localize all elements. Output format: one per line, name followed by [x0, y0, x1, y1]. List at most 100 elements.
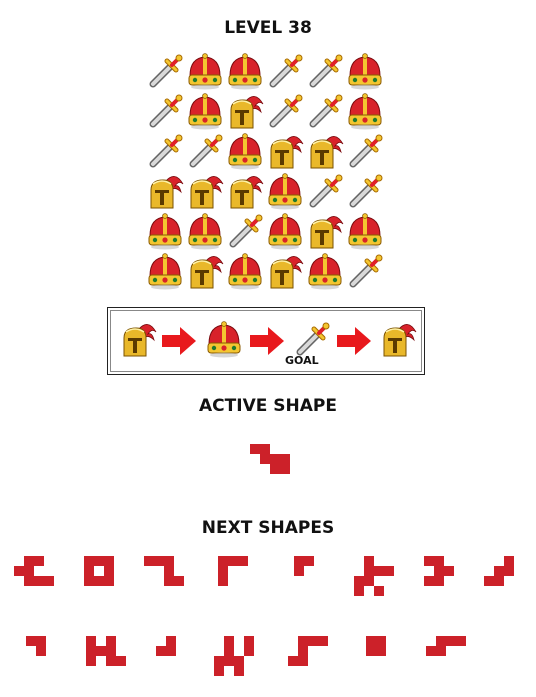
game-board[interactable] [145, 52, 385, 292]
shape-block [304, 556, 314, 566]
helmet-icon[interactable] [265, 132, 305, 172]
shape-block [36, 636, 46, 646]
shape-block [144, 556, 154, 566]
shape-block [364, 556, 374, 566]
shape-block [84, 556, 94, 566]
shape-block [164, 556, 174, 566]
shape-block [294, 556, 304, 566]
helmet-icon[interactable] [185, 172, 225, 212]
shape-block [106, 646, 116, 656]
shape-block [494, 566, 504, 576]
sword-icon[interactable] [305, 92, 345, 132]
shape-block [218, 566, 228, 576]
sword-icon[interactable] [185, 132, 225, 172]
sword-icon[interactable] [145, 92, 185, 132]
crown-icon[interactable] [345, 52, 385, 92]
crown-icon[interactable] [305, 252, 345, 292]
shape-block [86, 636, 96, 646]
shape-block [26, 636, 36, 646]
arrow-right-icon [250, 327, 284, 355]
shape-block [280, 454, 290, 464]
helmet-icon[interactable] [225, 92, 265, 132]
helmet-icon[interactable] [305, 132, 345, 172]
shape-block [374, 566, 384, 576]
crown-icon[interactable] [265, 172, 305, 212]
crown-icon[interactable] [145, 212, 185, 252]
shape-block [24, 566, 34, 576]
shape-block [298, 646, 308, 656]
shape-block [104, 576, 114, 586]
crown-icon[interactable] [185, 92, 225, 132]
shape-block [218, 556, 228, 566]
crown-icon[interactable] [185, 212, 225, 252]
next-shapes-title: NEXT SHAPES [201, 518, 335, 538]
shape-block [298, 656, 308, 666]
shape-block [294, 566, 304, 576]
sword-icon[interactable] [305, 52, 345, 92]
shape-block [444, 566, 454, 576]
shape-block [260, 454, 270, 464]
shape-block [94, 576, 104, 586]
sword-icon[interactable] [265, 52, 305, 92]
crown-icon[interactable] [185, 52, 225, 92]
crown-icon[interactable] [225, 52, 265, 92]
shape-block [434, 566, 444, 576]
shape-block [366, 646, 376, 656]
crown-icon[interactable] [145, 252, 185, 292]
shape-block [364, 576, 374, 586]
sword-icon[interactable] [345, 172, 385, 212]
crown-icon[interactable] [345, 92, 385, 132]
sword-icon[interactable] [145, 132, 185, 172]
shape-block [166, 646, 176, 656]
shape-block [94, 556, 104, 566]
shape-block [504, 566, 514, 576]
active-shape-title: ACTIVE SHAPE [199, 396, 337, 416]
goal-sword-icon [292, 320, 332, 360]
shape-block [234, 666, 244, 676]
shape-block [436, 646, 446, 656]
shape-block [238, 556, 248, 566]
shape-block [354, 586, 364, 596]
crown-icon[interactable] [225, 252, 265, 292]
shape-block [376, 636, 386, 646]
crown-icon[interactable] [345, 212, 385, 252]
shape-block [174, 576, 184, 586]
shape-block [260, 444, 270, 454]
goal-label: GOAL [285, 354, 319, 367]
shape-block [234, 656, 244, 666]
shape-block [308, 636, 318, 646]
crown-icon[interactable] [225, 132, 265, 172]
crown-icon[interactable] [265, 212, 305, 252]
helmet-icon[interactable] [185, 252, 225, 292]
shape-block [214, 666, 224, 676]
shape-block [104, 566, 114, 576]
shape-block [244, 646, 254, 656]
shape-block [106, 636, 116, 646]
level-title: LEVEL 38 [224, 18, 312, 38]
shape-block [96, 646, 106, 656]
shape-block [218, 576, 228, 586]
shape-block [24, 576, 34, 586]
helmet-icon[interactable] [225, 172, 265, 212]
shape-block [374, 586, 384, 596]
shape-block [106, 656, 116, 666]
sword-icon[interactable] [225, 212, 265, 252]
shape-block [270, 464, 280, 474]
helmet-icon[interactable] [305, 212, 345, 252]
helmet-icon[interactable] [265, 252, 305, 292]
sword-icon[interactable] [345, 252, 385, 292]
sword-icon[interactable] [145, 52, 185, 92]
shape-block [224, 646, 234, 656]
sword-icon[interactable] [305, 172, 345, 212]
shape-block [164, 576, 174, 586]
shape-block [434, 556, 444, 566]
helmet-icon[interactable] [145, 172, 185, 212]
sword-icon[interactable] [265, 92, 305, 132]
shape-block [424, 556, 434, 566]
shape-block [36, 646, 46, 656]
shape-block [298, 636, 308, 646]
arrow-right-icon [162, 327, 196, 355]
shape-block [318, 636, 328, 646]
shape-block [280, 464, 290, 474]
sword-icon[interactable] [345, 132, 385, 172]
